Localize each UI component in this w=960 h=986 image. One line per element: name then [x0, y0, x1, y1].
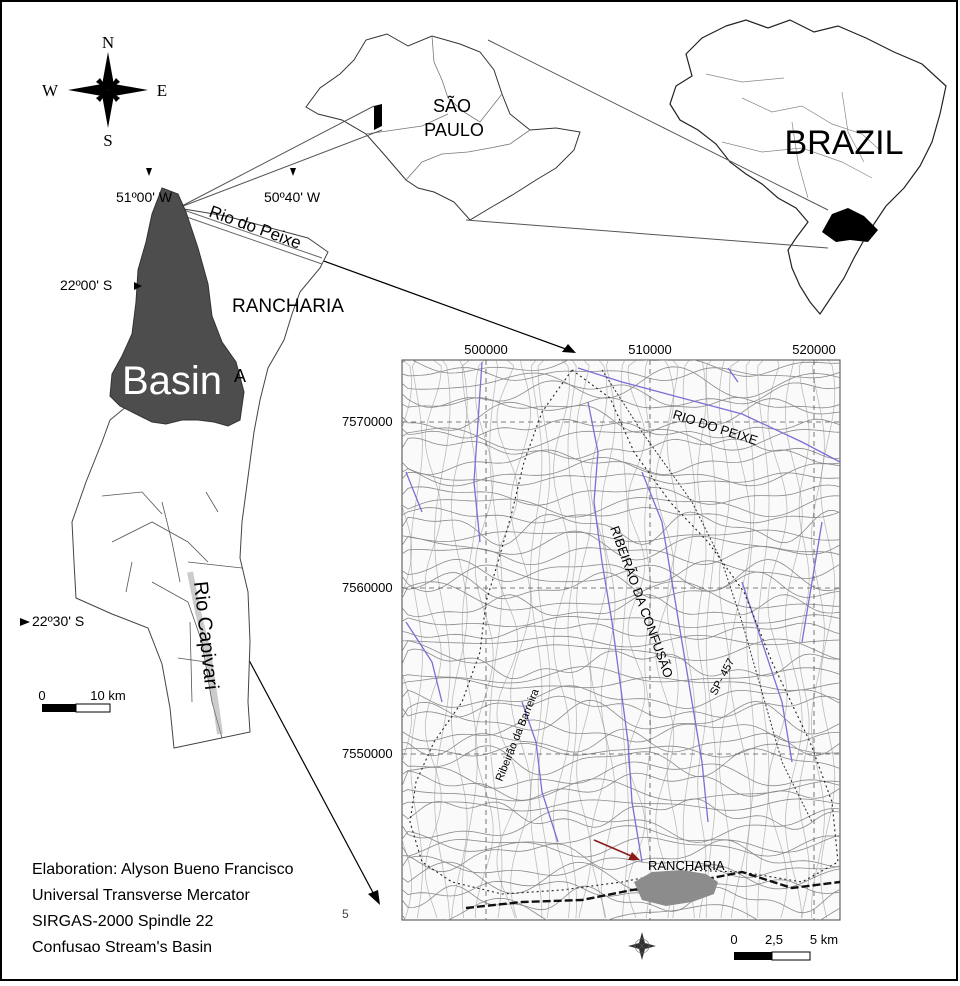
credit-line: SIRGAS-2000 Spindle 22: [32, 913, 214, 930]
compass-w-label: W: [42, 81, 59, 100]
svg-text:510000: 510000: [628, 342, 671, 357]
svg-text:0: 0: [38, 688, 45, 703]
left-scale-bar: 0 10 km: [38, 688, 126, 713]
credit-line: Elaboration: Alyson Bueno Francisco: [32, 861, 294, 878]
basin-suffix-label: A: [234, 366, 246, 386]
sao-paulo-label-line1: SÃO: [433, 95, 471, 116]
brazil-outline: [669, 19, 947, 316]
credit-line: Confusao Stream's Basin: [32, 939, 212, 956]
compass-rose: N S W E: [42, 33, 167, 150]
inset-compass-icon: [628, 932, 656, 960]
basin-polygon: [109, 187, 245, 427]
sao-paulo-locator-mark: [822, 208, 878, 242]
inset-topographic-map: 500000 510000 520000 7570000 7560000 755…: [342, 342, 841, 921]
inset-y-ticks: 7570000 7560000 7550000: [342, 414, 393, 761]
rancharia-locator-mark: [374, 104, 382, 130]
svg-text:7550000: 7550000: [342, 746, 393, 761]
svg-text:5 km: 5 km: [810, 932, 838, 947]
compass-s-label: S: [103, 131, 112, 150]
compass-n-label: N: [102, 33, 114, 52]
svg-text:2,5: 2,5: [765, 932, 783, 947]
inset-x-ticks: 500000 510000 520000: [464, 342, 835, 357]
svg-text:500000: 500000: [464, 342, 507, 357]
basin-label: Basin: [122, 359, 222, 403]
credit-line: Universal Transverse Mercator: [32, 887, 251, 904]
rancharia-municipality-label: RANCHARIA: [232, 296, 344, 317]
inset-stray-glyph: 5: [342, 907, 349, 921]
sao-paulo-label-line2: PAULO: [424, 120, 484, 140]
brazil-label: BRAZIL: [784, 124, 903, 162]
lat-22-00-label: 22º00' S: [60, 277, 112, 293]
inset-town-label: RANCHARIA: [648, 858, 725, 873]
svg-text:0: 0: [730, 932, 737, 947]
svg-text:7560000: 7560000: [342, 580, 393, 595]
right-scale-bar: 0 2,5 5 km: [730, 932, 838, 961]
svg-text:520000: 520000: [792, 342, 835, 357]
lon-51-label: 51º00' W: [116, 189, 173, 205]
compass-e-label: E: [157, 81, 167, 100]
map-credits: Elaboration: Alyson Bueno Francisco Univ…: [32, 861, 294, 956]
sao-paulo-state-outline: [305, 33, 581, 221]
lon-50-label: 50º40' W: [264, 189, 321, 205]
svg-text:10 km: 10 km: [90, 688, 125, 703]
lat-22-30-label: 22º30' S: [32, 613, 84, 629]
svg-text:7570000: 7570000: [342, 414, 393, 429]
connector-lines: [177, 39, 829, 249]
